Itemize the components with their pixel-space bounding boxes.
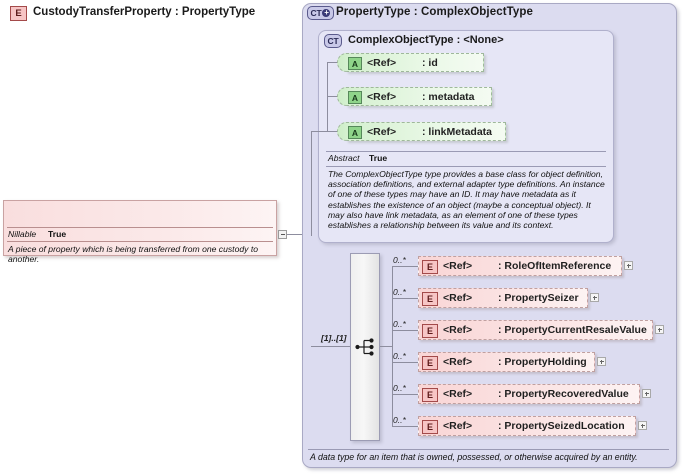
element-cardinality-3: 0..* xyxy=(393,319,406,329)
element-ref-label: <Ref> xyxy=(443,324,473,336)
element-branch-1 xyxy=(392,266,418,267)
element-box-custodytransferproperty[interactable] xyxy=(3,200,277,256)
base-type-title: ComplexObjectType : <None> xyxy=(348,34,504,46)
sequence-compositor-icon xyxy=(355,338,374,356)
element-icon: E xyxy=(10,6,27,21)
element-name-label: : RoleOfItemReference xyxy=(498,260,612,272)
element-row-propertycurrentresalevalue[interactable]: E <Ref> : PropertyCurrentResaleValue xyxy=(418,320,653,340)
attr-tree-vertical-line xyxy=(327,62,328,132)
attribute-icon: A xyxy=(348,57,362,70)
element-tree-stem xyxy=(380,346,392,347)
attribute-icon: A xyxy=(348,126,362,139)
type-extension-vertical-line xyxy=(311,131,312,236)
element-cardinality-4: 0..* xyxy=(393,351,406,361)
element-separator-bottom xyxy=(7,241,273,242)
element-ref-label: <Ref> xyxy=(443,356,473,368)
attribute-name-label: : linkMetadata xyxy=(422,126,493,138)
element-cardinality-5: 0..* xyxy=(393,383,406,393)
attribute-name-label: : metadata xyxy=(422,91,475,103)
expand-plus-icon-3[interactable] xyxy=(655,325,664,334)
nillable-label: Nillable xyxy=(8,229,37,239)
element-ref-label: <Ref> xyxy=(443,420,473,432)
element-branch-5 xyxy=(392,394,418,395)
element-cardinality-2: 0..* xyxy=(393,287,406,297)
element-icon: E xyxy=(422,388,438,402)
connector-left-to-type xyxy=(287,234,302,235)
abstract-separator-top xyxy=(326,151,606,152)
ct-plus-icon[interactable]: CT+ xyxy=(307,6,334,20)
attribute-ref-label: <Ref> xyxy=(367,126,397,138)
element-name-label: : PropertyCurrentResaleValue xyxy=(498,324,647,336)
element-row-propertyholding[interactable]: E <Ref> : PropertyHolding xyxy=(418,352,595,372)
element-icon: E xyxy=(422,420,438,434)
element-branch-4 xyxy=(392,362,418,363)
element-name-label: : PropertyHolding xyxy=(498,356,587,368)
attribute-name-label: : id xyxy=(422,57,438,69)
expand-plus-icon-2[interactable] xyxy=(590,293,599,302)
expand-plus-icon-5[interactable] xyxy=(642,389,651,398)
element-cardinality-1: 0..* xyxy=(393,255,406,265)
sequence-cardinality-label: [1]..[1] xyxy=(321,333,347,343)
attr-tree-branch-1 xyxy=(327,62,337,63)
attr-tree-branch-3 xyxy=(327,131,337,132)
expand-plus-icon-1[interactable] xyxy=(624,261,633,270)
element-icon: E xyxy=(422,356,438,370)
element-cardinality-6: 0..* xyxy=(393,415,406,425)
attribute-row-metadata[interactable]: A <Ref> : metadata xyxy=(337,87,492,106)
element-title: CustodyTransferProperty : PropertyType xyxy=(33,6,256,18)
attribute-row-linkmetadata[interactable]: A <Ref> : linkMetadata xyxy=(337,122,506,141)
element-row-propertyseizer[interactable]: E <Ref> : PropertySeizer xyxy=(418,288,588,308)
abstract-separator-bottom xyxy=(326,166,606,167)
element-documentation: A piece of property which is being trans… xyxy=(8,244,258,265)
attribute-row-id[interactable]: A <Ref> : id xyxy=(337,53,484,72)
element-row-propertyseizedlocation[interactable]: E <Ref> : PropertySeizedLocation xyxy=(418,416,636,436)
element-separator-top xyxy=(7,227,273,228)
nillable-value: True xyxy=(48,229,67,239)
element-ref-label: <Ref> xyxy=(443,388,473,400)
complex-type-title: PropertyType : ComplexObjectType xyxy=(336,6,534,18)
complex-type-documentation: A data type for an item that is owned, p… xyxy=(310,452,638,462)
expand-plus-icon-6[interactable] xyxy=(638,421,647,430)
element-branch-2 xyxy=(392,298,418,299)
abstract-label: Abstract xyxy=(328,153,360,163)
abstract-value: True xyxy=(369,153,388,163)
element-name-label: : PropertySeizer xyxy=(498,292,579,304)
expand-plus-icon: + xyxy=(322,8,331,17)
element-row-propertyrecoveredvalue[interactable]: E <Ref> : PropertyRecoveredValue xyxy=(418,384,640,404)
element-icon: E xyxy=(422,260,438,274)
expand-plus-icon-4[interactable] xyxy=(597,357,606,366)
type-extension-branch xyxy=(311,131,328,132)
ct-icon[interactable]: CT xyxy=(324,34,342,48)
element-ref-label: <Ref> xyxy=(443,260,473,272)
outer-doc-separator xyxy=(308,449,669,450)
sequence-compositor-box[interactable] xyxy=(350,253,380,441)
element-row-roleofitemreference[interactable]: E <Ref> : RoleOfItemReference xyxy=(418,256,622,276)
element-branch-6 xyxy=(392,426,418,427)
element-branch-3 xyxy=(392,330,418,331)
element-icon: E xyxy=(422,292,438,306)
element-name-label: : PropertyRecoveredValue xyxy=(498,388,629,400)
base-type-documentation: The ComplexObjectType type provides a ba… xyxy=(328,169,605,231)
collapse-minus-icon[interactable] xyxy=(278,230,287,239)
element-ref-label: <Ref> xyxy=(443,292,473,304)
element-icon: E xyxy=(422,324,438,338)
element-tree-vertical-line xyxy=(392,266,393,427)
attribute-icon: A xyxy=(348,91,362,104)
element-name-label: : PropertySeizedLocation xyxy=(498,420,625,432)
connector-type-to-sequence xyxy=(311,346,350,347)
attribute-ref-label: <Ref> xyxy=(367,91,397,103)
attr-tree-branch-2 xyxy=(327,96,337,97)
attribute-ref-label: <Ref> xyxy=(367,57,397,69)
